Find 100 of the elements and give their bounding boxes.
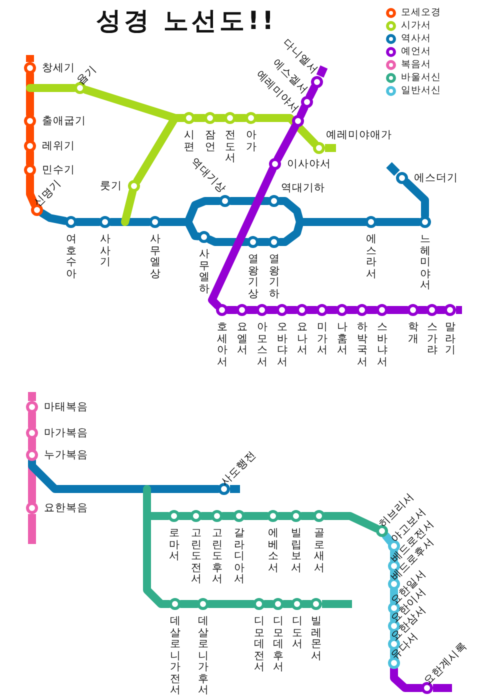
station-name: 고린도후서 — [212, 528, 222, 586]
station-name: 사무엘하 — [198, 249, 210, 296]
rail-line — [26, 84, 78, 92]
rail-line — [390, 586, 398, 606]
rail-line — [121, 188, 136, 226]
rail-line — [26, 172, 39, 208]
legend-label: 시가서 — [401, 19, 431, 32]
rail-line — [38, 209, 70, 225]
legend-label: 일반서신 — [401, 84, 441, 97]
rail-line — [276, 218, 369, 246]
station-name: 레위기 — [42, 139, 75, 153]
station-name: 사무엘상 — [150, 234, 160, 280]
station-name: 에스더기 — [414, 171, 458, 185]
station-name: 말라기 — [444, 322, 456, 357]
station-name: 나훔서 — [336, 322, 348, 357]
station-name: 욥기 — [74, 62, 100, 88]
rail-line — [274, 122, 300, 163]
legend-label: 모세오경 — [401, 6, 441, 19]
rail-line — [73, 218, 103, 226]
station-name: 호세아서 — [216, 322, 228, 368]
rail-line — [133, 114, 187, 185]
station-name: 빌립보서 — [290, 528, 302, 574]
station-name: 디도서 — [292, 616, 302, 651]
rail-line — [373, 218, 423, 226]
station-name: 요한복음 — [44, 501, 88, 515]
station-name: 아가 — [246, 130, 256, 154]
station-name: 열왕기상 — [248, 254, 258, 300]
map-title: 성경 노선도!! — [96, 5, 277, 37]
station-name: 고린도전서 — [190, 528, 202, 586]
station-name: 빌레몬서 — [310, 616, 322, 662]
station-name: 역대기하 — [281, 181, 325, 195]
rail-line — [244, 306, 260, 314]
station-name: 출애굽기 — [42, 114, 86, 128]
station-name: 누가복음 — [44, 448, 88, 462]
rail-line — [261, 600, 276, 608]
rail-line — [284, 306, 300, 314]
station-name: 요나서 — [296, 322, 308, 357]
rail-line — [321, 512, 381, 532]
station-name: 스바냐서 — [376, 322, 388, 368]
rail-line — [296, 103, 308, 120]
rail-line — [241, 512, 271, 520]
station-name: 로마서 — [168, 528, 180, 563]
rail-line — [28, 409, 36, 431]
rail-line — [384, 306, 411, 314]
rail-line — [275, 512, 294, 520]
station-name: 오바댜서 — [276, 322, 288, 368]
rail-line — [107, 218, 153, 226]
rail-line — [26, 70, 34, 119]
rail-line — [434, 306, 448, 314]
rail-line — [198, 512, 215, 520]
station-name: 잠언 — [204, 130, 216, 154]
rail-line — [298, 512, 317, 520]
rail-line — [415, 306, 430, 314]
rail-line — [364, 306, 380, 314]
rail-line — [28, 435, 36, 453]
station-name: 갈라디아서 — [234, 528, 244, 586]
rail-line — [205, 600, 257, 608]
station-name: 요엘서 — [236, 322, 248, 357]
rail-line — [191, 114, 208, 122]
rail-line — [157, 218, 202, 240]
rail-line — [26, 148, 34, 168]
station-name: 데살로니가후서 — [198, 616, 208, 696]
station-name: 데살로니가전서 — [170, 616, 180, 696]
rail-line — [264, 306, 280, 314]
rail-line — [232, 114, 249, 122]
station-name: 에베소서 — [268, 528, 278, 574]
station-name: 룻기 — [100, 179, 122, 193]
rail-line — [227, 197, 272, 205]
station-name: 마태복음 — [44, 400, 88, 414]
rail-line — [402, 178, 429, 220]
rail-line — [212, 114, 228, 122]
station-name: 스가랴 — [426, 322, 438, 357]
station-name: 민수기 — [42, 163, 75, 177]
rail-line — [304, 306, 320, 314]
station-name: 디모데후서 — [272, 616, 284, 674]
station-name: 학개 — [408, 322, 418, 346]
station-name: 열왕기하 — [268, 254, 280, 300]
station-name: 골로새서 — [314, 528, 324, 574]
legend-label: 역사서 — [401, 32, 431, 45]
rail-line — [177, 600, 201, 608]
station-name: 하박국서 — [356, 322, 368, 368]
rail-line — [219, 512, 237, 520]
station-name: 사사기 — [100, 234, 110, 269]
station-name: 전도서 — [224, 130, 236, 164]
station-name: 디모데전서 — [254, 616, 264, 674]
station-name: 예레미야애가 — [326, 128, 392, 142]
rail-line — [28, 457, 222, 493]
rail-line — [206, 236, 251, 246]
legend-label: 예언서 — [401, 45, 431, 58]
rail-line — [299, 600, 314, 608]
rail-line — [306, 83, 318, 101]
station-name: 이사야서 — [287, 157, 331, 171]
station-name: 창세기 — [42, 61, 75, 75]
rail-line — [253, 114, 319, 148]
legend-label: 복음서 — [401, 58, 431, 71]
station-name: 미가서 — [316, 322, 328, 357]
rail-line — [344, 306, 360, 314]
station-name: 마가복음 — [44, 426, 88, 440]
station-name: 느헤미야서 — [420, 234, 430, 292]
rail-line — [208, 165, 276, 310]
